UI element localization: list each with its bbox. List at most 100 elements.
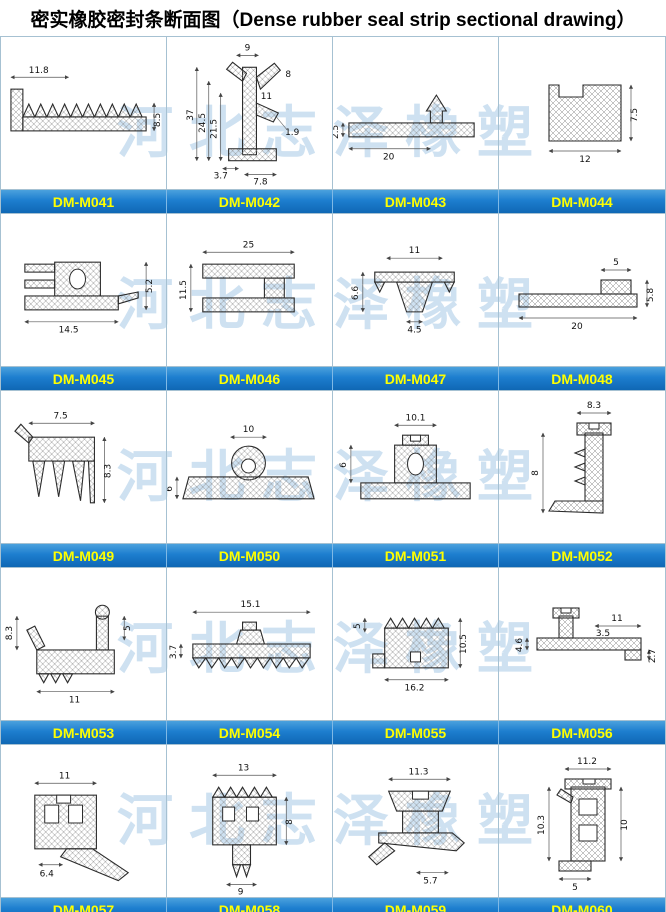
section-drawing-m059: 11.3 5.7: [367, 767, 466, 887]
dim-label: 24.5: [198, 113, 208, 133]
model-label-m053: DM-M053: [1, 721, 167, 744]
drawing-cell-m049: 7.5 8.3: [1, 391, 167, 543]
page-title: 密实橡胶密封条断面图 （Dense rubber seal strip sect…: [0, 0, 666, 36]
dim-label: 8.3: [103, 464, 113, 478]
seal-profile: [536, 607, 642, 661]
seal-profile: [548, 84, 622, 142]
seal-profile: [518, 279, 638, 308]
model-label-m045: DM-M045: [1, 367, 167, 390]
section-drawing-m041: 11.8 8.5: [10, 66, 163, 132]
dim-label: 6: [339, 462, 349, 468]
model-label-m052: DM-M052: [551, 547, 613, 564]
seal-profile: [191, 621, 311, 669]
seal-profile: [34, 794, 130, 882]
section-drawing-m058: 13 8 9: [211, 763, 295, 897]
drawing-cell-m045: 5.2 14.5: [1, 214, 167, 366]
dimensions: 15.1 3.7: [169, 600, 311, 659]
dim-label: 11: [611, 614, 622, 624]
model-label-m043: DM-M043: [333, 190, 499, 213]
dim-label: 13: [238, 763, 249, 773]
drawing-cell-m052: 8.3 8: [499, 391, 665, 543]
dimensions: 25 11.5: [179, 240, 295, 313]
dim-label: 5.7: [423, 877, 437, 887]
drawing-cell-m050: 10 6: [167, 391, 333, 543]
drawing-cell-m060: 11.2 10.3 10 5: [499, 745, 665, 897]
dim-label: 5: [123, 625, 133, 631]
dim-label: 2.7: [648, 649, 658, 663]
seal-profile: [372, 617, 449, 669]
dimensions: 5 10.5 16.2: [353, 617, 469, 694]
dimensions: 9 37 24.5 21.5 8 11 1.9 3.7: [186, 43, 300, 187]
drawing-grid: 11.8 8.5: [0, 36, 666, 912]
dim-label: 6: [167, 486, 175, 492]
model-label-m059: DM-M059: [333, 898, 499, 912]
dimensions: 5 5.8 20: [518, 258, 656, 332]
dim-label: 2.5: [333, 125, 341, 139]
dim-label: 20: [383, 153, 395, 163]
dim-label: 11: [261, 92, 272, 102]
seal-profile: [14, 423, 95, 504]
model-label-m044: DM-M044: [551, 193, 613, 210]
section-drawing-m050: 10 6: [167, 425, 315, 500]
dim-label: 8: [285, 819, 295, 825]
seal-profile: [348, 94, 475, 138]
dim-label: 7.8: [253, 178, 268, 188]
dim-label: 5: [572, 883, 578, 893]
drawing-cell-m056: 11 3.5 4.6 2.7: [499, 568, 665, 720]
dim-label: 10: [243, 425, 255, 435]
dim-label: 6.4: [40, 870, 55, 880]
seal-profile: [182, 445, 315, 500]
dim-label: 11.5: [179, 280, 189, 300]
drawing-cell-m059: 11.3 5.7: [333, 745, 499, 897]
dim-label: 6.6: [351, 286, 361, 301]
label-bar-row-1: DM-M041 DM-M042 DM-M043 DM-M044: [1, 189, 665, 214]
section-drawing-m056: 11 3.5 4.6 2.7: [515, 607, 658, 663]
dim-label: 3.7: [169, 645, 179, 659]
section-drawing-m046: 25 11.5: [179, 240, 295, 313]
dimensions: 2.5 20: [333, 122, 431, 163]
model-label-m060: DM-M060: [551, 901, 613, 912]
dim-label: 5: [613, 258, 619, 268]
dim-label: 25: [243, 240, 254, 250]
page-title-english: （Dense rubber seal strip sectional drawi…: [220, 9, 636, 31]
dimensions: 8.3 5 11: [5, 615, 133, 706]
seal-profile: [24, 261, 139, 311]
dim-label: 3.7: [214, 172, 228, 182]
model-label-m057: DM-M057: [1, 898, 167, 912]
model-label-m058: DM-M058: [167, 898, 333, 912]
dimensions: 11.3 5.7: [388, 767, 451, 887]
dimensions: 11 6.6 4.5: [351, 246, 443, 336]
section-drawing-m051: 10.1 6: [339, 413, 471, 500]
label-bar-row-4: DM-M053 DM-M054 DM-M055 DM-M056: [1, 720, 665, 745]
dim-label: 9: [238, 888, 244, 897]
dim-label: 8.3: [587, 401, 601, 411]
drawing-row-1: 11.8 8.5: [1, 37, 665, 189]
section-drawing-m054: 15.1 3.7: [169, 600, 311, 669]
label-bar-row-3: DM-M049 DM-M050 DM-M051 DM-M052: [1, 543, 665, 568]
section-drawing-m048: 5 5.8 20: [518, 258, 656, 332]
dim-label: 3.5: [596, 629, 610, 639]
drawing-cell-m058: 13 8 9: [167, 745, 333, 897]
drawing-cell-m043: 2.5 20: [333, 37, 499, 189]
dim-label: 1.9: [285, 128, 300, 138]
dim-label: 16.2: [405, 684, 425, 694]
dim-label: 7.5: [630, 108, 640, 122]
dim-label: 5.8: [646, 288, 656, 303]
dim-label: 11: [409, 246, 420, 256]
drawing-cell-m047: 11 6.6 4.5: [333, 214, 499, 366]
section-drawing-m042: 9 37 24.5 21.5 8 11 1.9 3.7: [186, 43, 300, 187]
dim-label: 11: [59, 771, 70, 781]
model-label-m047: DM-M047: [333, 367, 499, 390]
dimensions: 10 6: [167, 425, 267, 500]
dimensions: 7.5 8.3: [28, 411, 113, 504]
seal-profile: [373, 271, 456, 313]
dim-label: 10: [620, 819, 630, 831]
page-title-chinese: 密实橡胶密封条断面图: [30, 9, 221, 31]
dim-label: 21.5: [210, 119, 220, 139]
dim-label: 5.2: [145, 279, 155, 293]
drawing-cell-m046: 25 11.5: [167, 214, 333, 366]
seal-profile: [10, 88, 147, 132]
section-drawing-m045: 5.2 14.5: [24, 261, 155, 336]
model-label-m046: DM-M046: [167, 367, 333, 390]
